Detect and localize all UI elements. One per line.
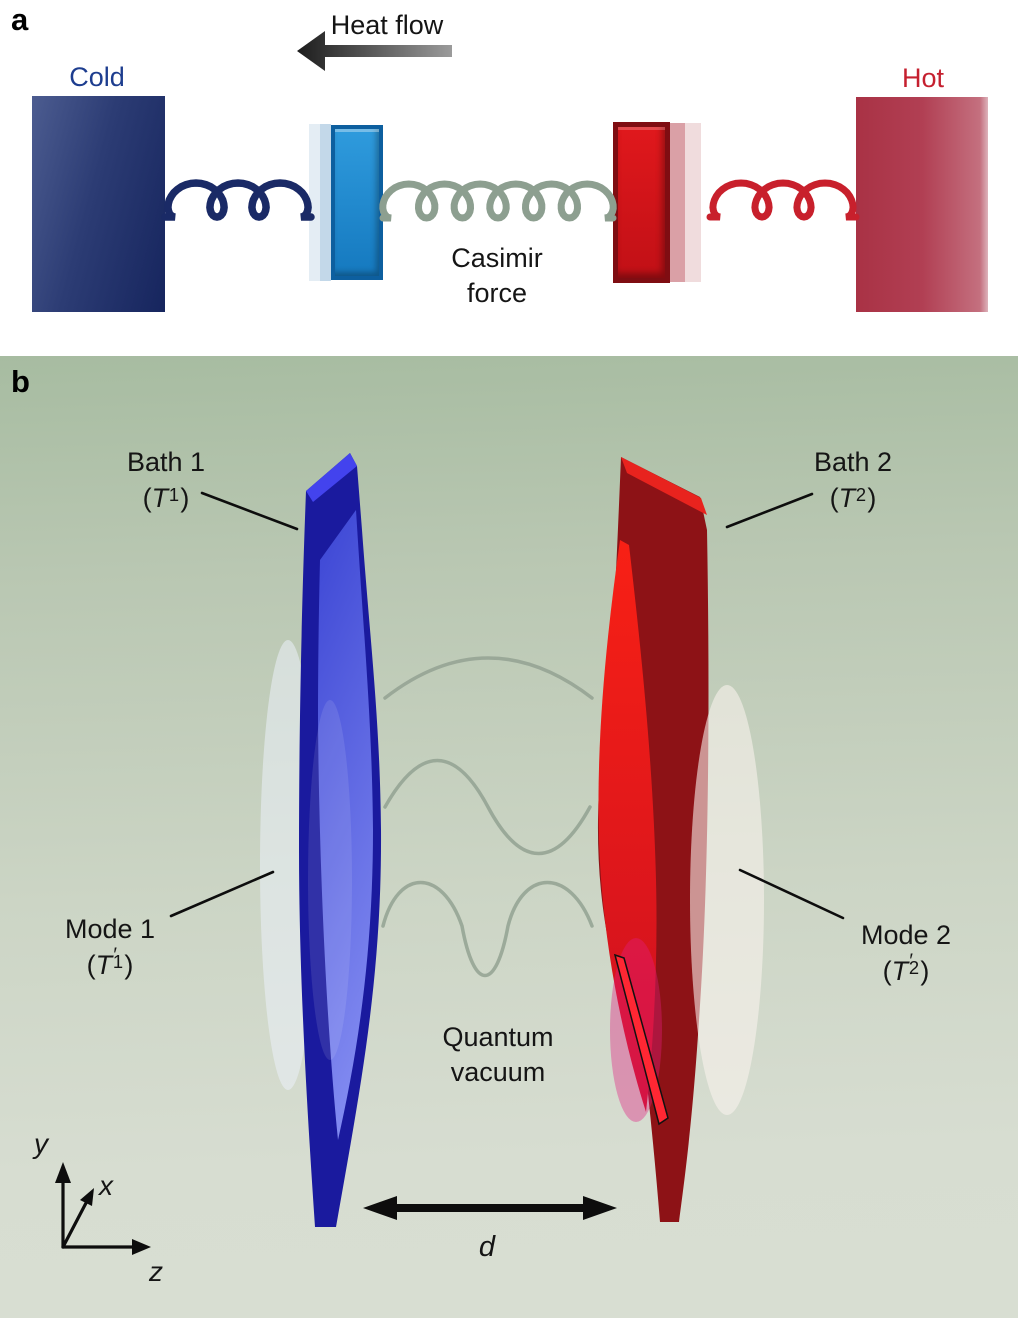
red-plate-top-bevel [621,457,707,515]
panel-b-letter: b [11,364,30,399]
spring-hot [706,179,860,221]
spring-casimir [379,180,617,222]
casimir-force-line1: Casimir [451,243,543,273]
axis-z-label: z [149,1256,163,1287]
cold-label: Cold [69,62,125,92]
axis-x-line [61,1201,88,1249]
red-membrane-ghost-inner [670,123,685,282]
panel-a-letter: a [11,2,29,37]
mode1-label: Mode 1 (T′1) [65,912,155,983]
casimir-force-label: Casimir force [451,241,543,311]
quantum-vacuum-label: Quantum vacuum [442,1020,553,1090]
distance-label: d [478,1231,496,1263]
bath2-leader-line [725,492,814,529]
axis-x-arrowhead [80,1188,94,1206]
axis-x-label: x [99,1170,113,1201]
mode2-leader-line [738,868,845,920]
bath2-name: Bath 2 [813,447,893,477]
mode1-name: Mode 1 [64,914,156,944]
cold-reservoir-block [32,96,165,312]
bath1-name: Bath 1 [126,447,206,477]
mode2-label: Mode 2 (T′2) [861,918,951,989]
axis-y-label: y [34,1128,48,1159]
quantum-vacuum-line2: vacuum [450,1057,546,1087]
vacuum-mode-wave-2 [383,758,592,856]
mode2-bulge [690,685,764,1115]
spring-cold [161,179,315,221]
blue-membrane-ghost-outer [309,124,320,281]
vacuum-mode-wave-3 [381,881,594,977]
red-membrane-ghost-outer [685,123,701,282]
axis-z-arrowhead [132,1239,151,1255]
blue-plate-sheen [308,700,352,1060]
axis-y-arrowhead [55,1162,71,1183]
mode2-name: Mode 2 [860,920,952,950]
distance-arrow [363,1196,617,1220]
hot-label: Hot [901,63,945,93]
heat-flow-label: Heat flow [330,10,444,40]
blue-plate-top-bevel [306,453,357,502]
blue-membrane-ghost-inner [320,124,331,281]
mode1-temperature: (T′1) [86,944,134,980]
hot-reservoir-block [856,97,988,312]
red-plate-membrane-face [598,540,657,1112]
mode2-temperature: (T′2) [882,950,930,986]
mode1-leader-line [169,870,275,918]
casimir-force-line2: force [466,278,528,308]
quantum-vacuum-line1: Quantum [442,1022,554,1052]
heat-flow-arrow [297,31,452,71]
vacuum-mode-wave-1 [383,656,594,700]
bath1-leader-line [200,491,299,531]
blue-plate-membrane-face [318,510,373,1140]
red-plate-edge-sliver [613,953,669,1126]
